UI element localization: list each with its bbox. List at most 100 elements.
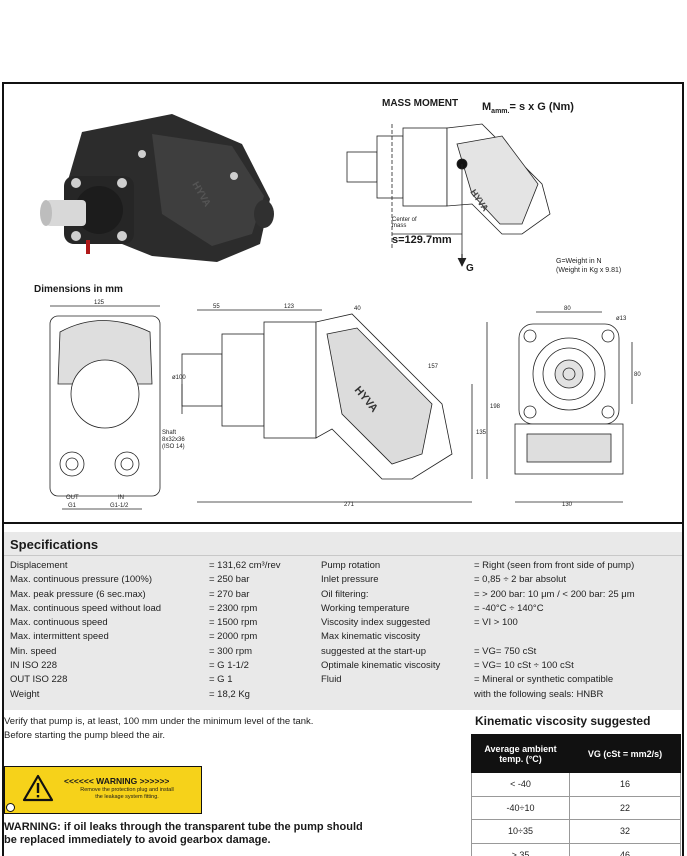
warning-triangle-icon [22, 774, 54, 802]
shaft-label-2: 8x32x36 [162, 437, 185, 443]
spec-label: Min. speed [10, 645, 57, 657]
spec-value: = VI > 100 [474, 617, 518, 629]
g-label: G [466, 263, 474, 274]
table-row: > 35 46 [471, 842, 681, 856]
spec-label: IN ISO 228 [10, 660, 57, 672]
dim-40: 40 [354, 306, 361, 312]
dim-157: 157 [428, 364, 439, 370]
spec-value: = Mineral or synthetic compatible [474, 674, 614, 686]
spec-label: Viscosity index suggested [321, 617, 431, 629]
spec-value: = VG= 750 cSt [474, 645, 537, 657]
spec-col2-values: = Right (seen from front side of pump) =… [474, 559, 635, 702]
spec-label: Displacement [10, 560, 68, 571]
formula-sub: amm. [491, 108, 510, 116]
weight-note-1: G=Weight in N [556, 258, 602, 265]
spec-value: = 300 rpm [209, 645, 253, 657]
viscosity-table: Average ambient temp. (°C) VG (cSt = mm2… [471, 734, 681, 856]
spec-label: Max. intermittent speed [10, 631, 109, 643]
shaft-label-1: Shaft [162, 430, 177, 436]
weight-note-2: (Weight in Kg x 9.81) [556, 267, 622, 274]
spec-value: = 250 bar [209, 574, 250, 586]
viscosity-vg-cell: 22 [569, 795, 681, 820]
spec-label: Inlet pressure [321, 574, 379, 586]
spec-label: Oil filtering: [321, 588, 369, 600]
dim-rear-80-side: 80 [634, 372, 641, 378]
spec-label: Max kinematic viscosity [321, 631, 421, 643]
note-tank-level: Verify that pump is, at least, 100 mm un… [4, 716, 314, 727]
spec-value: = 2000 rpm [209, 631, 258, 643]
s-value: s=129.7mm [392, 234, 452, 246]
specifications-title: Specifications [10, 537, 99, 552]
note-bleed-air: Before starting the pump bleed the air. [4, 730, 166, 741]
viscosity-title: Kinematic viscosity suggested [475, 714, 651, 728]
dimensions-title: Dimensions in mm [34, 284, 123, 295]
section-divider [2, 522, 682, 524]
viscosity-temp-cell: > 35 [471, 842, 570, 856]
dim-diameter: ø100 [172, 375, 186, 381]
spec-label: Weight [10, 688, 40, 700]
spec-label: Optimale kinematic viscosity [321, 660, 441, 672]
viscosity-vg-cell: 46 [569, 842, 681, 856]
dim-271: 271 [344, 502, 355, 508]
spec-label: Working temperature [321, 602, 410, 614]
warning-title: <<<<<< WARNING >>>>>> [64, 776, 170, 786]
spec-value: = 270 bar [209, 588, 250, 600]
front-view-drawing [49, 305, 161, 510]
dim-front-width: 125 [94, 300, 105, 306]
spec-col1-labels: Displacement Max. continuous pressure (1… [10, 559, 161, 702]
pump-photo: HYVA [40, 114, 274, 262]
viscosity-vg-cell: 32 [569, 819, 681, 844]
rear-view-drawing [514, 311, 633, 503]
formula-rhs: = s x G (Nm) [509, 101, 574, 113]
dim-rear-hole: ø13 [616, 316, 627, 322]
warning-sub-line-2: the leakage system fitting. [95, 794, 159, 800]
viscosity-vg-cell: 16 [569, 772, 681, 797]
warning-sub-line-1: Remove the protection plug and install [80, 787, 174, 793]
table-row: 10÷35 32 [471, 819, 681, 844]
spec-value: = 2300 rpm [209, 602, 258, 614]
table-row: < -40 16 [471, 772, 681, 797]
spec-label: suggested at the start-up [321, 645, 427, 657]
warning-oil-leak-line-1: WARNING: if oil leaks through the transp… [4, 821, 363, 833]
dim-rear-80-top: 80 [564, 306, 571, 312]
specifications-separator [4, 555, 682, 556]
spec-col1-values: = 131,62 cm³/rev = 250 bar = 270 bar = 2… [209, 559, 281, 702]
spec-value: = 0,85 ÷ 2 bar absolut [474, 574, 567, 586]
out-size: G1 [68, 503, 77, 509]
spec-value: = G 1 [209, 674, 233, 686]
side-view-drawing: HYVA [181, 309, 488, 503]
drawing-sheet-frame [2, 82, 684, 856]
spec-label: Max. continuous speed [10, 617, 108, 629]
mass-moment-drawing: HYVA [346, 123, 551, 267]
warning-oil-leak-line-2: be replaced immediately to avoid gearbox… [4, 834, 271, 846]
spec-col2-labels: Pump rotation Inlet pressure Oil filteri… [321, 559, 440, 702]
spec-value: = 131,62 cm³/rev [209, 560, 281, 571]
dim-135: 135 [476, 430, 487, 436]
spec-value: = 18,2 Kg [209, 688, 250, 700]
viscosity-temp-cell: 10÷35 [471, 819, 570, 844]
dim-55: 55 [213, 304, 220, 310]
table-row: -40÷10 22 [471, 795, 681, 820]
viscosity-temp-cell: < -40 [471, 772, 570, 797]
viscosity-temp-cell: -40÷10 [471, 795, 570, 820]
spec-label: Pump rotation [321, 560, 381, 571]
dim-198: 198 [490, 404, 501, 410]
spec-value [474, 630, 635, 644]
spec-label: OUT ISO 228 [10, 674, 68, 686]
spec-label: Fluid [321, 674, 342, 686]
spec-value: with the following seals: HNBR [474, 688, 604, 700]
viscosity-col-vg: VG (cSt = mm2/s) [569, 734, 681, 773]
spec-value: = G 1-1/2 [209, 660, 249, 672]
mass-moment-formula: Mamm.= s x G (Nm) [482, 101, 574, 115]
spec-value: = VG= 10 cSt ÷ 100 cSt [474, 660, 574, 672]
warning-oil-leak: WARNING: if oil leaks through the transp… [4, 821, 363, 847]
out-label: OUT [66, 495, 79, 501]
in-size: G1-1/2 [110, 503, 129, 509]
dim-123: 123 [284, 304, 295, 310]
spec-value: = > 200 bar: 10 μm / < 200 bar: 25 μm [474, 588, 635, 600]
warning-plug-icon [6, 803, 15, 812]
shaft-label-3: (ISO 14) [162, 444, 185, 450]
spec-value: = Right (seen from front side of pump) [474, 560, 635, 571]
spec-value: = -40°C ÷ 140°C [474, 602, 544, 614]
center-of-mass-label: Center of mass [392, 217, 417, 229]
